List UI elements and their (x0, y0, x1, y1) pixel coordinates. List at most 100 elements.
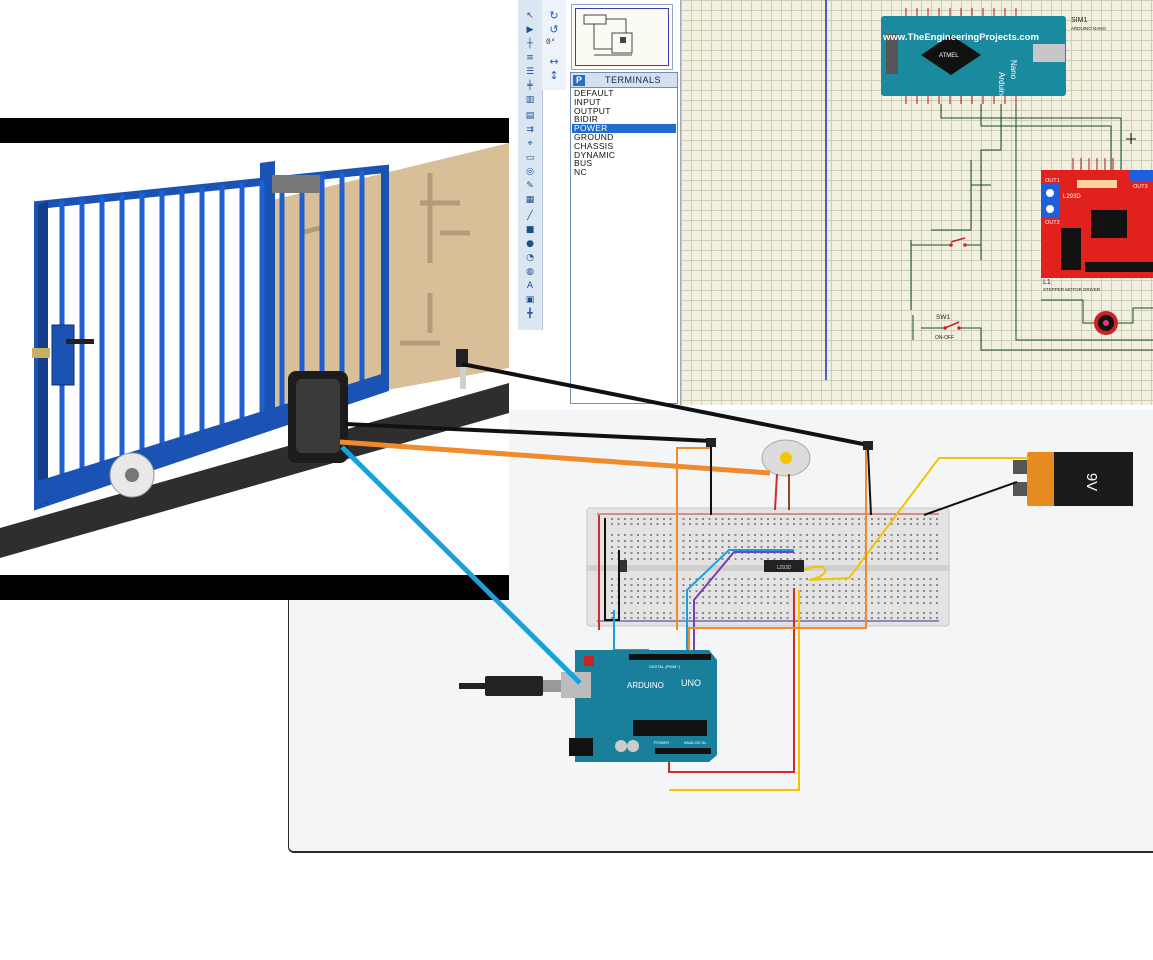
breadboard-hole (637, 617, 639, 619)
driver-out1-label: OUT1 (1045, 178, 1060, 184)
marker-icon[interactable]: ╋ (527, 309, 533, 319)
breadboard-hole (760, 518, 763, 520)
breadboard-hole (910, 578, 912, 580)
text-script-icon[interactable]: ☰ (525, 67, 535, 77)
gate-sensor[interactable] (456, 349, 468, 367)
breadboard-hole (877, 552, 880, 554)
selection-mode-icon[interactable]: ↖ (526, 11, 534, 21)
bus-icon[interactable]: ╪ (527, 81, 533, 91)
terminal-item-nc[interactable]: NC (574, 167, 587, 178)
circle-icon[interactable]: ● (526, 239, 534, 249)
box-icon[interactable]: ■ (525, 225, 535, 235)
breadboard-hole (734, 523, 737, 525)
terminal-item-bidir[interactable]: BIDIR (574, 114, 599, 125)
device-pins-icon[interactable]: ⇉ (526, 125, 534, 135)
terminal-item-chassis[interactable]: CHASSIS (574, 140, 614, 151)
breadboard-hole (754, 602, 756, 604)
rotate-anticlockwise-icon[interactable]: ↺ (549, 23, 559, 36)
terminal-item-default[interactable]: DEFAULT (574, 88, 614, 98)
breadboard-hole (812, 534, 815, 536)
generator-icon[interactable]: ◎ (526, 167, 534, 177)
breadboard-hole (721, 578, 724, 580)
breadboard-hole (741, 546, 743, 548)
breadboard-hole (897, 602, 899, 604)
terminals-badge[interactable]: P (573, 74, 585, 86)
breadboard-hole (754, 617, 756, 619)
rotation-angle-field[interactable]: 0° (546, 38, 556, 47)
junction-dot-icon[interactable]: ┼ (527, 39, 533, 49)
terminal-item-dynamic[interactable]: DYNAMIC (574, 149, 616, 160)
breadboard-hole (871, 552, 873, 554)
arduino-uno-board[interactable]: ARDUINO UNO DIGITAL (PWM~) POWER ANALOG … (561, 650, 717, 762)
breadboard-hole (767, 584, 769, 586)
breadboard-hole (715, 552, 717, 554)
breadboard-hole (656, 540, 659, 542)
breadboard-hole (936, 617, 938, 619)
terminals-header[interactable]: P TERMINALS (571, 73, 677, 88)
breadboard-hole (923, 612, 925, 614)
breadboard-hole (877, 534, 880, 536)
breadboard-hole (624, 518, 626, 520)
mirror-vertical-icon[interactable]: ↕ (549, 69, 559, 82)
breadboard-hole (721, 552, 724, 554)
breadboard-hole (825, 540, 828, 542)
breadboard-hole (702, 518, 704, 520)
graph-mode-icon[interactable]: ⌖ (527, 139, 533, 149)
terminal-item-bus[interactable]: BUS (574, 158, 593, 169)
mirror-horizontal-icon[interactable]: ↔ (549, 55, 559, 68)
rotate-clockwise-icon[interactable]: ↻ (549, 9, 559, 22)
component-mode-icon[interactable]: ▶ (526, 25, 534, 35)
arduino-analog-label: ANALOG IN (684, 740, 706, 745)
breadboard-hole (799, 518, 802, 520)
terminal-item-input[interactable]: INPUT (574, 96, 601, 107)
breadboard-hole (767, 590, 769, 592)
terminal-item-ground[interactable]: GROUND (574, 131, 614, 142)
breadboard-hole (637, 578, 639, 580)
breadboard-hole (760, 534, 763, 536)
breadboard-hole (650, 546, 652, 548)
line-icon[interactable]: ╱ (527, 211, 533, 221)
virtual-instruments-icon[interactable]: ▦ (525, 195, 535, 205)
battery-9v[interactable]: 9V (1013, 452, 1133, 506)
motor-driver-symbol[interactable]: L293D OUT1 OUT2 OUT3 (1041, 170, 1153, 278)
breadboard-hole (799, 590, 802, 592)
breadboard-hole (715, 558, 717, 560)
voltage-probe-icon[interactable]: ✎ (526, 181, 534, 191)
breadboard-hole (923, 552, 925, 554)
breadboard-hole (728, 617, 730, 619)
path-icon[interactable]: ◍ (526, 267, 534, 277)
terminals-mode-icon[interactable]: ▤ (525, 111, 535, 121)
subcircuit-icon[interactable]: ▥ (525, 95, 535, 105)
breadboard-hole (624, 596, 626, 598)
breadboard-hole (819, 617, 821, 619)
breadboard-hole (754, 612, 756, 614)
breadboard-hole (825, 558, 828, 560)
breadboard-hole (754, 540, 756, 542)
terminal-item-power[interactable]: POWER (572, 124, 676, 133)
breadboard-hole (754, 596, 756, 598)
arduino-nano-symbol[interactable]: www.TheEngineeringProjects.com ATMEL Ard… (881, 8, 1066, 104)
breadboard-hole (669, 578, 672, 580)
arc-icon[interactable]: ◔ (526, 253, 534, 263)
breadboard-hole (767, 596, 769, 598)
tape-recorder-icon[interactable]: ▭ (525, 153, 535, 163)
breadboard-hole (721, 590, 724, 592)
breadboard-hole (858, 612, 860, 614)
dc-motor[interactable] (761, 439, 811, 511)
text-icon[interactable]: A (526, 281, 534, 291)
terminal-item-output[interactable]: OUTPUT (574, 105, 611, 116)
symbol-icon[interactable]: ▣ (525, 295, 535, 305)
gate-motor-box[interactable] (288, 371, 348, 463)
l293d-chip[interactable]: L293D (764, 560, 804, 572)
breadboard-hole (916, 578, 919, 580)
breadboard-hole (845, 617, 847, 619)
breadboard-hole (630, 523, 633, 525)
breadboard-hole (624, 523, 626, 525)
schematic-canvas[interactable]: www.TheEngineeringProjects.com ATMEL Ard… (680, 0, 1153, 405)
wire-label-icon[interactable]: ≡ (526, 53, 534, 63)
pushbutton[interactable] (619, 560, 627, 572)
breadboard-hole (611, 584, 613, 586)
overview-preview[interactable] (571, 4, 673, 70)
dc-motor-symbol[interactable] (1041, 299, 1153, 335)
breadboard-hole (702, 552, 704, 554)
